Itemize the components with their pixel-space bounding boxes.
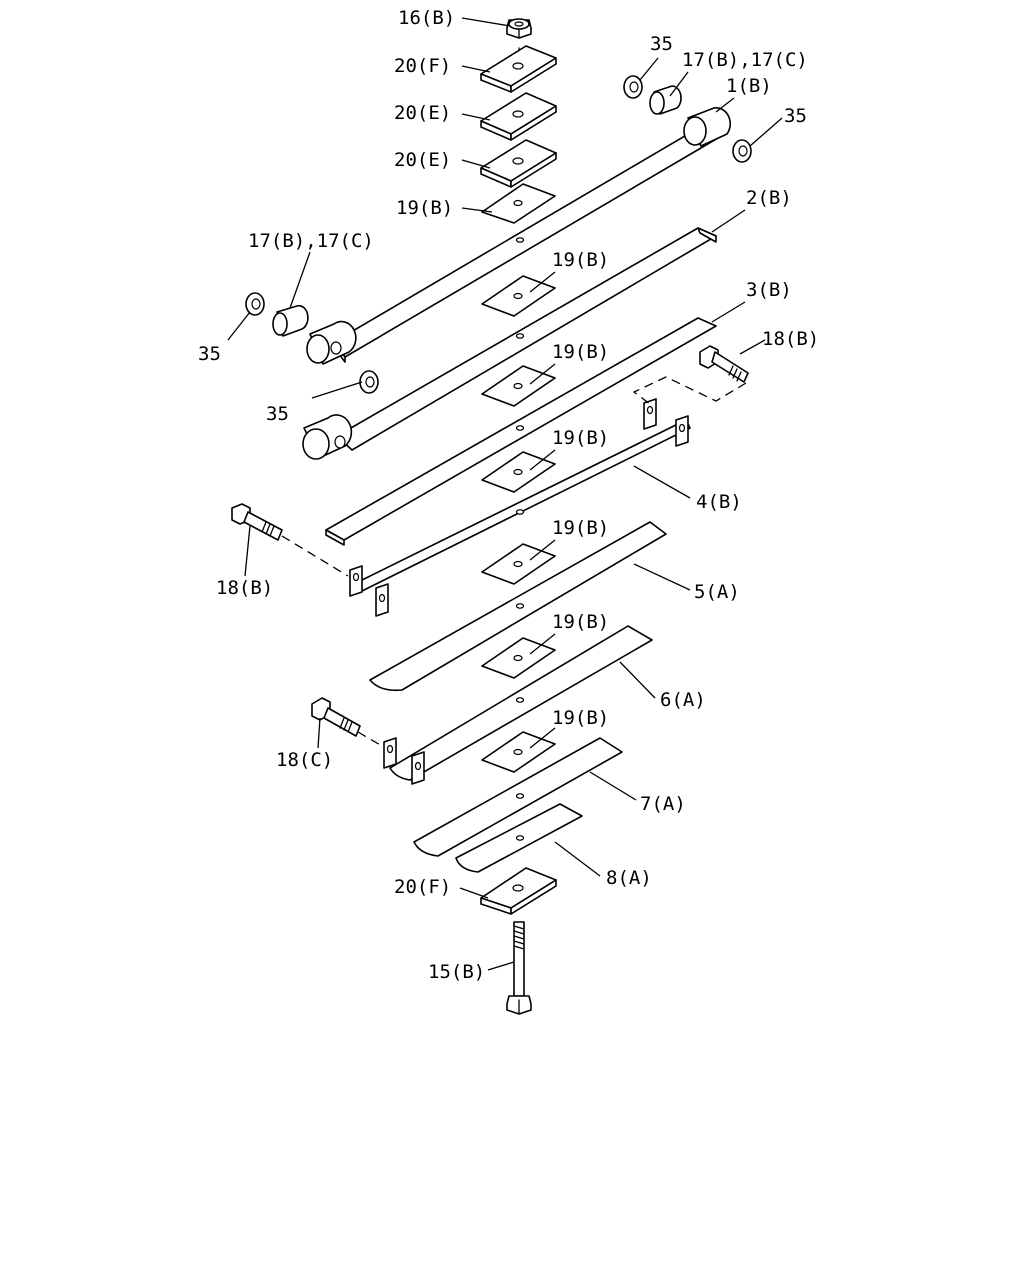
callout-pad-19b-6: 19(B) bbox=[552, 611, 609, 633]
plate-20e-2 bbox=[480, 139, 557, 188]
pad-19b-7 bbox=[481, 731, 556, 773]
callout-bolt-18b-right: 18(B) bbox=[762, 328, 819, 350]
callout-leaf-2b: 2(B) bbox=[746, 187, 792, 209]
seal-35-right-top bbox=[623, 75, 643, 99]
callout-pad-19b-top: 19(B) bbox=[396, 197, 453, 219]
callout-plate-20e-2: 20(E) bbox=[394, 149, 451, 171]
pad-19b-5 bbox=[481, 543, 556, 585]
leaf-8a bbox=[455, 803, 583, 873]
leaf-3b bbox=[325, 317, 717, 546]
bolt-18b-left bbox=[231, 503, 283, 541]
callout-seal-35-left-upper: 35 bbox=[198, 343, 221, 365]
pad-19b-3 bbox=[481, 365, 556, 407]
pad-19b-6 bbox=[481, 637, 556, 679]
seal-35-right bbox=[732, 139, 752, 163]
seal-35-left-lower bbox=[359, 370, 379, 394]
plate-20e-1 bbox=[480, 92, 557, 141]
callout-seal-35-left-lower: 35 bbox=[266, 403, 289, 425]
callout-leaf-1b: 1(B) bbox=[726, 75, 772, 97]
dashed-line-left bbox=[281, 535, 349, 577]
callout-leaf-8a: 8(A) bbox=[606, 867, 652, 889]
pad-19b-4 bbox=[481, 451, 556, 493]
callout-pad-19b-2: 19(B) bbox=[552, 249, 609, 271]
leaf-6a bbox=[383, 625, 653, 785]
callout-bushing-17-left: 17(B),17(C) bbox=[248, 230, 374, 252]
callout-bolt-18c: 18(C) bbox=[276, 749, 333, 771]
callout-leaf-5a: 5(A) bbox=[694, 581, 740, 603]
leaf-5a bbox=[369, 521, 667, 692]
bolt-18b-right bbox=[699, 345, 749, 383]
callout-bolt-18b-left: 18(B) bbox=[216, 577, 273, 599]
seal-35-left-upper bbox=[245, 292, 265, 316]
leaf-2b bbox=[302, 227, 717, 460]
callout-leaf-7a: 7(A) bbox=[640, 793, 686, 815]
callout-pad-19b-7: 19(B) bbox=[552, 707, 609, 729]
bushing-17-right bbox=[649, 85, 682, 115]
callout-plate-20f-top: 20(F) bbox=[394, 55, 451, 77]
callout-pad-19b-4: 19(B) bbox=[552, 427, 609, 449]
dashed-line-lower bbox=[357, 731, 383, 747]
callout-center-bolt-15b: 15(B) bbox=[428, 961, 485, 983]
callout-pad-19b-5: 19(B) bbox=[552, 517, 609, 539]
leaf-1b bbox=[306, 107, 731, 365]
center-bolt-15b bbox=[506, 921, 532, 1015]
bushing-17-left bbox=[272, 304, 309, 337]
callout-leaf-3b: 3(B) bbox=[746, 279, 792, 301]
leaf-4b bbox=[349, 398, 691, 617]
pad-19b-top bbox=[481, 183, 556, 224]
leader-lines bbox=[227, 17, 783, 971]
callout-plate-20e-1: 20(E) bbox=[394, 102, 451, 124]
dashed-line-right bbox=[632, 376, 747, 405]
callout-leaf-6a: 6(A) bbox=[660, 689, 706, 711]
bolt-18c bbox=[311, 697, 361, 737]
callout-seal-35-right-top: 35 bbox=[650, 33, 673, 55]
pad-19b-2 bbox=[481, 275, 556, 317]
callout-plate-20f-bottom: 20(F) bbox=[394, 876, 451, 898]
callout-pad-19b-3: 19(B) bbox=[552, 341, 609, 363]
plate-20f-top bbox=[480, 45, 557, 93]
plate-20f-bottom bbox=[480, 867, 557, 915]
callout-leaf-4b: 4(B) bbox=[696, 491, 742, 513]
callout-nut-16b: 16(B) bbox=[398, 7, 455, 29]
leaf-7a bbox=[413, 737, 623, 857]
callout-bushing-17-right: 17(B),17(C) bbox=[682, 49, 808, 71]
callout-seal-35-right: 35 bbox=[784, 105, 807, 127]
nut-16b bbox=[506, 18, 532, 39]
